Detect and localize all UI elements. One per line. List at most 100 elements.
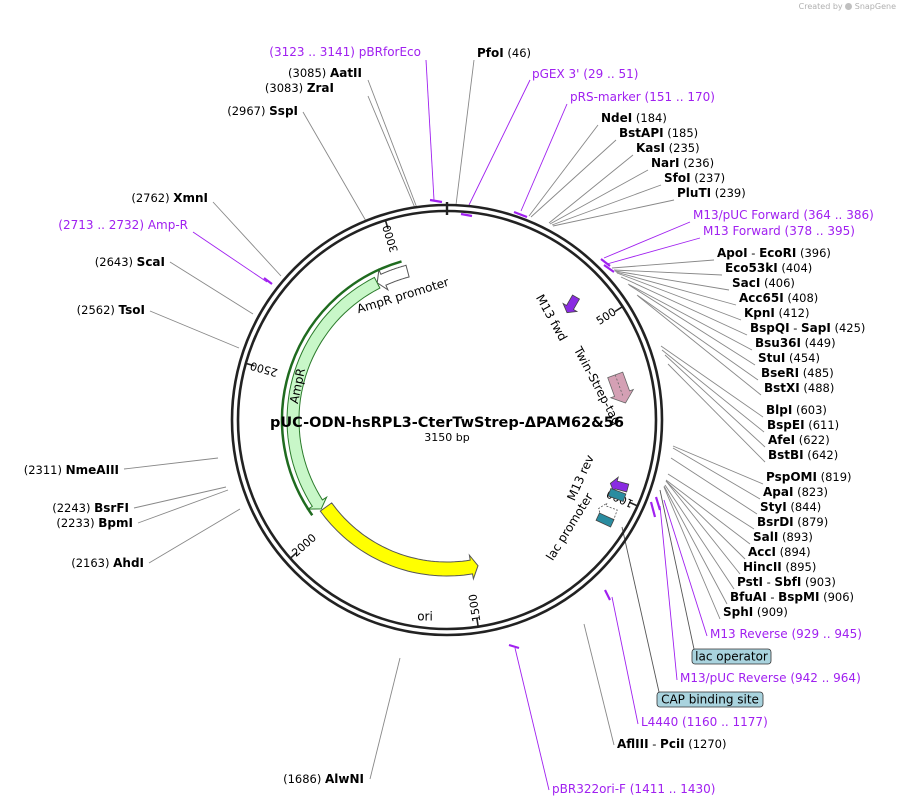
tick-mark — [384, 220, 389, 230]
label-part: BseRI — [761, 366, 799, 380]
label-part: (603) — [792, 403, 827, 417]
label-part: (364 .. 386) — [800, 208, 874, 222]
primer-label: (2713 .. 2732) Amp-R — [58, 218, 188, 232]
primer-label: M13/pUC Reverse (942 .. 964) — [680, 671, 861, 685]
label-part: (2643) — [95, 255, 137, 269]
leader-lines — [123, 59, 766, 791]
label-part: (3083) — [265, 81, 307, 95]
label-part: L4440 — [641, 715, 678, 729]
restriction-site-label: KasI (235) — [636, 141, 700, 155]
credit-text: Created by — [798, 2, 843, 11]
ampr-arrow — [286, 276, 381, 510]
lac-operator-feature — [607, 487, 627, 503]
primer-binding-mark — [513, 210, 528, 219]
label-part: (642) — [804, 448, 839, 462]
leader-line — [548, 154, 634, 224]
site-labels: (3123 .. 3141) pBRforEco(3085) AatII(308… — [24, 45, 874, 796]
label-part: AatII — [330, 66, 362, 80]
leader-line — [552, 199, 675, 227]
feature-box-label: CAP binding site — [661, 693, 759, 707]
label-part: (3085) — [288, 66, 330, 80]
leader-line — [192, 231, 268, 283]
label-part: (2762) — [131, 191, 173, 205]
label-part: AfeI — [768, 433, 795, 447]
label-part: - — [767, 590, 778, 604]
label-part: (46) — [504, 46, 531, 60]
primer-binding-mark — [654, 496, 662, 511]
label-part: Eco53kI — [725, 261, 778, 275]
label-part: SphI — [723, 605, 753, 619]
label-part: Bsu36I — [755, 336, 801, 350]
label-part: ScaI — [137, 255, 165, 269]
primer-binding-mark — [263, 277, 273, 285]
label-part: BspQI — [750, 321, 790, 335]
label-part: ApaI — [763, 485, 793, 499]
label-part: BstAPI — [619, 126, 664, 140]
label-part: XmnI — [173, 191, 208, 205]
primer-label: M13 Reverse (929 .. 945) — [710, 627, 862, 641]
primer-binding-mark — [460, 212, 473, 218]
restriction-site-label: KpnI (412) — [744, 306, 810, 320]
leader-line — [620, 276, 748, 336]
feature-label: M13 fwd — [533, 292, 570, 343]
label-part: pBR322ori-F — [552, 782, 626, 796]
leader-line — [367, 79, 418, 209]
m13-fwd-arrow — [562, 294, 581, 314]
restriction-site-label: (2967) SspI — [227, 104, 298, 118]
primer-label: M13 Forward (378 .. 395) — [703, 224, 855, 238]
leader-line — [169, 261, 254, 315]
restriction-site-label: (2311) NmeAIII — [24, 463, 119, 477]
label-part: (611) — [805, 418, 840, 432]
tick-label: 3000 — [380, 223, 401, 254]
restriction-site-label: BstXI (488) — [764, 381, 834, 395]
restriction-site-label: PspOMI (819) — [766, 470, 852, 484]
label-part: (235) — [665, 141, 700, 155]
label-part: - — [763, 575, 774, 589]
label-part: BstBI — [768, 448, 804, 462]
restriction-site-label: StyI (844) — [760, 500, 821, 514]
leader-line — [123, 457, 219, 470]
leader-line — [528, 124, 599, 217]
primer-marks — [263, 198, 662, 650]
restriction-site-label: PfoI (46) — [477, 46, 531, 60]
tick-mark — [245, 362, 255, 367]
label-part: (2163) — [71, 556, 113, 570]
cap-binding-site-feature — [595, 512, 615, 528]
label-part: NarI — [651, 156, 680, 170]
restriction-site-label: SphI (909) — [723, 605, 788, 619]
label-part: SacI — [732, 276, 760, 290]
box-leader-line — [659, 489, 695, 650]
leader-line — [455, 59, 475, 206]
label-part: StyI — [760, 500, 787, 514]
label-part: (185) — [664, 126, 699, 140]
leader-line — [660, 345, 764, 418]
label-part: (929 .. 945) — [788, 627, 862, 641]
restriction-site-label: SfoI (237) — [664, 171, 725, 185]
plasmid-name: pUC-ODN-hsRPL3-CterTwStrep-ΔPAM62&56 — [270, 415, 624, 431]
leader-line — [663, 499, 708, 637]
label-part: KpnI — [744, 306, 775, 320]
leader-line — [663, 486, 721, 620]
label-part: M13 Forward — [703, 224, 781, 238]
label-part: TsoI — [119, 303, 145, 317]
label-part: ApoI — [717, 246, 748, 260]
box-leader-line — [621, 526, 660, 693]
restriction-site-label: (2163) AhdI — [71, 556, 144, 570]
label-part: (909) — [753, 605, 788, 619]
leader-line — [551, 184, 662, 226]
leader-line — [667, 363, 766, 463]
restriction-site-label: (2233) BpmI — [56, 516, 133, 530]
leader-line — [672, 445, 764, 485]
tick-label: 2500 — [249, 359, 279, 379]
label-part: Acc65I — [739, 291, 784, 305]
feature-label: ori — [417, 610, 433, 624]
restriction-site-label: NdeI (184) — [601, 111, 667, 125]
label-part: (622) — [795, 433, 830, 447]
label-part: (1411 .. 1430) — [626, 782, 716, 796]
label-part: (485) — [799, 366, 834, 380]
label-part: SapI — [801, 321, 831, 335]
primer-label: pRS-marker (151 .. 170) — [570, 90, 715, 104]
restriction-site-label: ApaI (823) — [763, 485, 828, 499]
restriction-site-label: BspEI (611) — [767, 418, 839, 432]
label-part: - — [790, 321, 801, 335]
